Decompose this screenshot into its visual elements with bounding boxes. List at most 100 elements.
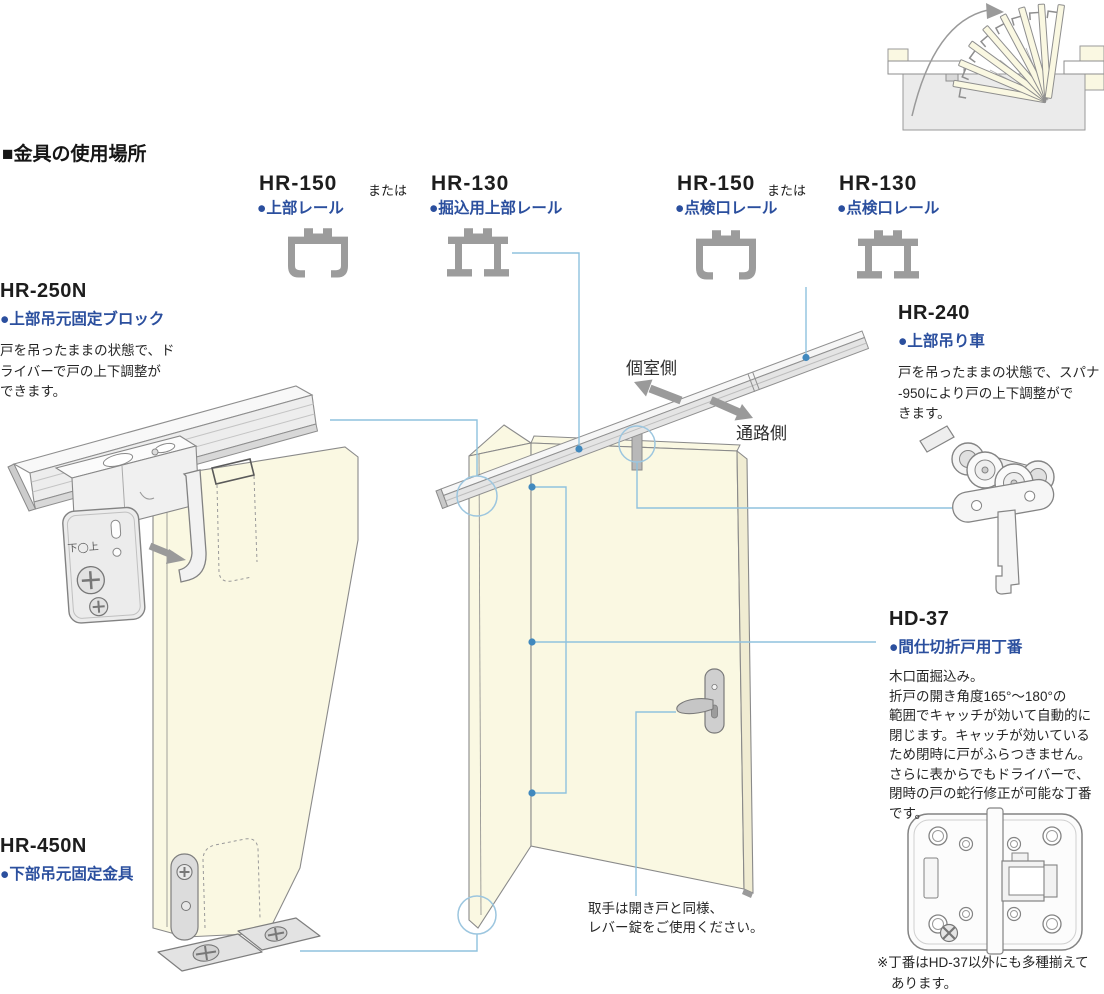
- lever-grip: [676, 698, 714, 715]
- hd37-code: HD-37: [889, 608, 950, 630]
- plate-hole: [971, 499, 983, 511]
- hr150-rail-profile-icon: [288, 228, 348, 278]
- catch-inner: [1008, 866, 1045, 896]
- callout-dot: [528, 483, 536, 491]
- door-panel-fan: [952, 3, 1065, 104]
- rail-profile-icons: [288, 228, 919, 280]
- rail-label-left-or: または: [368, 183, 408, 198]
- hr250n-assembly-illustration: 下◯上: [7, 385, 319, 624]
- callout-dots: [528, 353, 810, 797]
- lintel-right: [1063, 60, 1104, 75]
- rail-label-right-or: または: [767, 183, 807, 198]
- rail-joint-line: [752, 372, 760, 391]
- hr250n-subtitle: ●上部吊元固定ブロック: [0, 311, 165, 328]
- callout-line-hr240: [636, 462, 952, 509]
- right-leaf-face: [530, 442, 745, 890]
- callout-dot: [528, 789, 536, 797]
- callout-line-hr130-to-rail: [512, 252, 580, 446]
- mortise-slot-outline: [211, 458, 255, 485]
- hinge-inner-hole: [1006, 906, 1022, 922]
- callout-dot: [802, 353, 810, 362]
- hook-bracket: [178, 469, 207, 583]
- rotation-arrow-curve: [911, 9, 989, 117]
- left-leaf-face: [468, 442, 532, 929]
- hinge-inner-hole: [958, 906, 974, 922]
- hanging-rail-illustration: [435, 330, 870, 510]
- callout-circle-hanger: [618, 425, 656, 463]
- roller-axle-stub: [919, 425, 955, 453]
- rail-label-right-desc-a: ●点検口レール: [675, 200, 778, 217]
- strap-small-screw-icon: [181, 901, 191, 911]
- page-title: ■金具の使用場所: [2, 144, 147, 165]
- hr450n-section: HR-450N ●下部吊元固定金具: [0, 835, 133, 884]
- rail-label-right-model-b: HR-130: [839, 172, 918, 195]
- roller-wheel-icon: [966, 451, 1004, 489]
- hd37-subtitle: ●間仕切折戸用丁番: [889, 639, 1023, 656]
- aisle-side-label: 通路側: [736, 424, 787, 443]
- callout-line-hr250n: [330, 419, 478, 476]
- hr250n-section: HR-250N ●上部吊元固定ブロック 戸を吊ったままの状態で、ド ライバーで戸…: [0, 280, 175, 403]
- hd37-hinge-illustration: [907, 807, 1083, 955]
- folding-sequence-mini-diagram: [887, 3, 1104, 131]
- plate-hole: [112, 547, 122, 557]
- hr240-section: HR-240 ●上部吊り車 戸を吊ったままの状態で、スパナ -950により戸の上…: [898, 302, 1100, 425]
- strap-screw-icon: [176, 863, 193, 881]
- hr450n-subtitle: ●下部吊元固定金具: [0, 866, 134, 883]
- hinge-corner-hole: [928, 914, 948, 934]
- catch-side-tab: [1043, 864, 1058, 898]
- rail-label-right-model-a: HR-150: [677, 172, 756, 195]
- door-panel-face: [152, 446, 359, 938]
- rail-label-left-desc-b: ●掘込用上部レール: [429, 200, 563, 217]
- corner-shadow: [742, 889, 753, 898]
- left-leaf-edge-line: [478, 453, 482, 916]
- hinge-footnote: ※丁番はHD-37以外にも多種揃えて あります。: [877, 955, 1089, 991]
- rail-end-cap: [7, 463, 37, 512]
- room-side-arrowhead-icon: [634, 379, 653, 397]
- room-side-arrow-shaft: [648, 384, 683, 405]
- rail-label-left-desc-a: ●上部レール: [257, 200, 344, 217]
- plate-screw-icon: [192, 944, 220, 962]
- hinge-inner-hole: [1006, 836, 1022, 852]
- lintel-bracket: [945, 73, 959, 82]
- block-notch: [139, 491, 155, 500]
- room-side-label: 個室側: [626, 359, 677, 378]
- hinge-knuckle-rib: [986, 807, 1004, 955]
- hinge-side-slot: [923, 857, 939, 899]
- hr240-roller-illustration: [919, 425, 1055, 595]
- hr240-body: 戸を吊ったままの状態で、スパナ -950により戸の上下調整がで きます。: [898, 365, 1100, 421]
- rail-label-left-model-b: HR-130: [431, 172, 510, 195]
- aisle-side-arrowhead-icon: [734, 404, 753, 421]
- hinge-inner-hole: [958, 836, 974, 852]
- adjuster-label: 下◯上: [67, 541, 99, 555]
- hinge-corner-hole: [1042, 914, 1062, 934]
- hr450n-bracket-illustration: [157, 853, 321, 972]
- left-door-panel-illustration: [152, 446, 359, 938]
- lever-handle: [676, 668, 725, 734]
- rail-joint-line: [747, 373, 756, 392]
- hr450n-code: HR-450N: [0, 835, 87, 857]
- callout-line-hr450n: [300, 934, 478, 952]
- hr250n-code: HR-250N: [0, 280, 87, 302]
- mortise-dotted-line: [253, 475, 258, 563]
- hd37-section: HD-37 ●間仕切折戸用丁番 木口面掘込み。 折戸の開き角度165°〜180°…: [889, 608, 1092, 823]
- block-slot: [102, 452, 134, 468]
- callout-circle-rail-end: [456, 475, 498, 517]
- bottom-mortise-dotted-outline: [202, 838, 261, 929]
- callout-circle-pivot: [457, 895, 497, 935]
- rail-label-left-model-a: HR-150: [259, 172, 338, 195]
- block-screw-icon: [151, 448, 159, 456]
- callout-line-handle: [635, 711, 676, 896]
- callout-bracket-hinges: [532, 486, 567, 794]
- hr150-rail-profile-icon: [696, 230, 756, 280]
- catch-top-tab: [1011, 852, 1029, 862]
- lock-screw-icon: [89, 597, 109, 617]
- aisle-side-arrow-shaft: [709, 396, 741, 416]
- hr250n-body: 戸を吊ったままの状態で、ド ライバーで戸の上下調整が できます。: [0, 343, 175, 399]
- fixing-block-plate: 下◯上: [62, 506, 146, 624]
- rotation-arrowhead-icon: [986, 3, 1004, 19]
- hr130-rail-profile-icon: [447, 228, 509, 277]
- folding-door-illustration: [468, 424, 754, 929]
- hr240-subtitle: ●上部吊り車: [898, 333, 985, 350]
- plate-screw-icon: [264, 926, 288, 942]
